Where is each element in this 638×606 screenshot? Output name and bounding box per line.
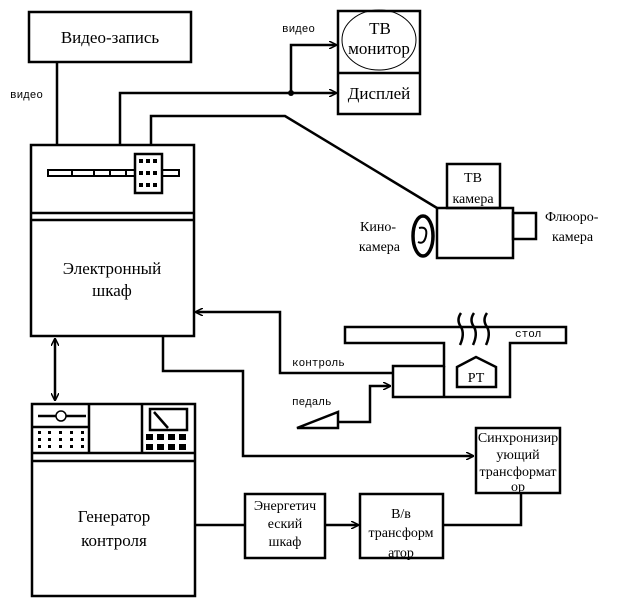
hv-transformer-block: В/в трансформ атор [358, 492, 445, 561]
generator-block: Генератор контроля [30, 402, 197, 598]
tv-monitor-block: ТВ монитор Дисплей [336, 9, 422, 116]
meter-icon [148, 407, 189, 432]
video-link-monitor [289, 45, 336, 93]
pedal-icon [296, 410, 340, 430]
camera-cable [149, 114, 438, 210]
rt-label: РТ [468, 371, 485, 386]
key-grid [146, 434, 186, 450]
generator-label-2: контроля [81, 531, 147, 550]
video-label-left: видео [10, 90, 43, 102]
button-grid [38, 431, 84, 448]
control-label: контроль [292, 358, 345, 370]
film-reel-icon [411, 214, 435, 258]
video-label-top: видео [282, 24, 315, 36]
camera-assembly: ТВ камера Кино- камера Флюоро- камера [359, 162, 599, 260]
display-label: Дисплей [348, 84, 410, 103]
energy-cabinet-block: Энергетич еский шкаф [243, 492, 327, 560]
table-block: стол РТ [343, 312, 568, 399]
video-link-display [118, 93, 336, 145]
hv-sync-link [443, 493, 523, 527]
knob-icon [55, 410, 67, 422]
slider-bar [47, 169, 180, 177]
electronic-cabinet-block: Электронный шкаф [29, 143, 196, 338]
sync-link [161, 336, 473, 456]
energy-label-2: еский [268, 517, 303, 532]
junction-dot [288, 90, 294, 96]
radiation-icon [457, 312, 490, 346]
rt-tube-icon [455, 355, 498, 389]
fluoro-camera-label-2: камера [552, 230, 594, 245]
sync-label-3: трансформат [480, 465, 557, 480]
pedal-link [338, 386, 390, 424]
cine-camera-label-2: камера [359, 240, 401, 255]
hv-label-2: трансформ [368, 526, 433, 541]
table-label: стол [515, 329, 541, 341]
tv-camera-label-2: камера [452, 192, 494, 207]
tv-monitor-label-1: ТВ [369, 19, 391, 38]
cine-camera-label-1: Кино- [360, 220, 396, 235]
generator-label-1: Генератор [78, 507, 151, 526]
hv-label-1: В/в [391, 507, 411, 522]
energy-label-3: шкаф [269, 535, 302, 550]
hv-label-3: атор [388, 546, 414, 561]
video-record-block: Видео-запись [27, 10, 193, 64]
control-link [196, 312, 392, 375]
electronic-cabinet-label-2: шкаф [92, 281, 132, 300]
video-record-label: Видео-запись [61, 28, 160, 47]
energy-label-1: Энергетич [254, 499, 316, 514]
tv-camera-label-1: ТВ [464, 171, 482, 186]
pedal-label: педаль [292, 397, 332, 409]
tv-monitor-label-2: монитор [348, 39, 410, 58]
sync-transformer-block: Синхронизир ующий трансформат ор [474, 426, 562, 495]
sync-label-1: Синхронизир [478, 431, 558, 446]
sync-label-4: ор [511, 480, 525, 495]
fluoro-camera-label-1: Флюоро- [545, 210, 599, 225]
sync-label-2: ующий [496, 448, 540, 463]
electronic-cabinet-label-1: Электронный [63, 259, 161, 278]
